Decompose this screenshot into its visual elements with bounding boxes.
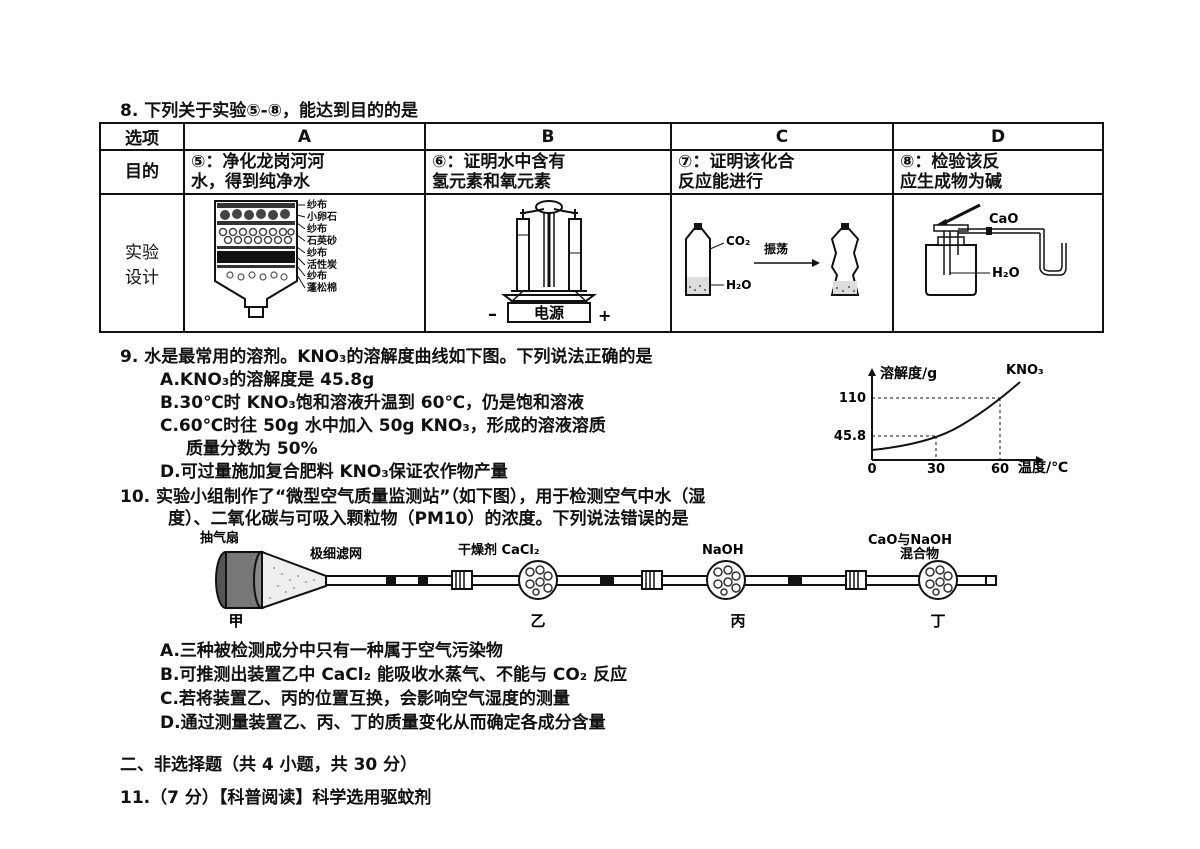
solubility-graph: 溶解度/g KNO₃ 温度/℃ 110 45.8 0 30 60 [834,363,1068,477]
header-c: C [670,122,894,151]
layer-label: 石英砂 [306,234,337,247]
q10-title-cont: 度）、二氧化碳与可吸入颗粒物（PM10）的浓度。下列说法错误的是 [168,509,689,529]
cao-apparatus-diagram: CaO H₂O [925,203,1067,296]
x-tick-0: 0 [867,462,876,477]
x-tick-30: 30 [927,462,945,477]
x-axis-label: 温度/℃ [1018,459,1068,476]
curve-label: KNO₃ [1006,363,1044,378]
label-jia: 甲 [228,612,243,630]
layer-label: 活性炭 [307,258,337,271]
q9-option-b: B.30℃时 KNO₃饱和溶液升温到 60℃，仍是饱和溶液 [160,393,585,413]
design-b-electrolysis: 电源 – + [424,193,672,333]
header-d: D [892,122,1104,151]
y-tick-110: 110 [839,391,866,406]
plus-sign: + [598,306,611,325]
label-bing: 丙 [730,612,745,630]
y-tick-45-8: 45.8 [834,429,866,444]
water-filter-diagram: 纱布 小卵石 纱布 石英砂 纱布 活性炭 纱布 蓬松棉 [214,198,337,318]
layer-label: 小卵石 [306,210,337,223]
q9-option-c-cont: 质量分数为 50% [186,439,318,459]
co2-label: CO₂ [726,234,750,248]
y-axis-label: 溶解度/g [880,365,937,382]
q10-option-b: B.可推测出装置乙中 CaCl₂ 能吸收水蒸气、不能与 CO₂ 反应 [160,665,628,685]
purpose-d: ⑧：检验该反应生成物为碱 [892,149,1104,195]
purpose-c: ⑦：证明该化合反应能进行 [670,149,894,195]
header-a: A [183,122,426,151]
fan-label: 抽气扇 [200,530,239,546]
d-h2o-label: H₂O [992,266,1020,281]
purpose-b: ⑥：证明水中含有氢元素和氧元素 [424,149,672,195]
design-a-filter: 纱布 小卵石 纱布 石英砂 纱布 活性炭 纱布 蓬松棉 [183,193,426,333]
table-header-row: 选项 A B C D [99,122,1104,151]
q10-title: 10. 实验小组制作了“微型空气质量监测站”（如下图），用于检测空气中水（湿 [120,487,706,507]
mix-label-2: 混合物 [900,546,939,562]
q11-title: 11.（7 分）【科普阅读】科学选用驱蚊剂 [120,788,432,808]
q9-option-a: A.KNO₃的溶解度是 45.8g [160,370,375,390]
cao-label: CaO [989,212,1018,227]
filter-label: 极细滤网 [310,546,362,562]
q8-table: 选项 A B C D 目的 ⑤：净化龙岗河河水，得到纯净水 ⑥：证明水中含有氢元… [99,122,1104,333]
q10-option-d: D.通过测量装置乙、丙、丁的质量变化从而确定各成分含量 [160,713,606,733]
air-monitor-diagram: 抽气扇 极细滤网 干燥剂 CaCl₂ NaOH CaO与NaOH 混合物 甲 乙… [200,530,997,630]
layer-label: 纱布 [306,246,327,259]
layer-label: 纱布 [306,222,327,235]
header-b: B [424,122,672,151]
minus-sign: – [488,304,497,325]
electrolysis-diagram: 电源 – + [488,200,611,325]
layer-label: 纱布 [306,269,327,282]
layer-label: 纱布 [306,198,327,211]
header-option: 选项 [99,122,185,151]
section-heading: 二、非选择题（共 4 小题，共 30 分） [120,755,418,775]
q9-title: 9. 水是最常用的溶剂。KNO₃的溶解度曲线如下图。下列说法正确的是 [120,347,653,367]
purpose-label: 目的 [99,149,185,195]
x-tick-60: 60 [991,462,1009,477]
q10-option-c: C.若将装置乙、丙的位置互换，会影响空气湿度的测量 [160,689,570,709]
q9-option-c: C.60℃时往 50g 水中加入 50g KNO₃，形成的溶液溶质 [160,416,606,436]
table-purpose-row: 目的 ⑤：净化龙岗河河水，得到纯净水 ⑥：证明水中含有氢元素和氧元素 ⑦：证明该… [99,149,1104,195]
shake-label: 振荡 [764,241,788,256]
h2o-label: H₂O [726,278,752,292]
q9-option-d: D.可过量施加复合肥料 KNO₃保证农作物产量 [160,462,508,482]
label-ding: 丁 [930,612,945,630]
label-yi: 乙 [530,612,545,630]
design-label: 实验设计 [99,193,185,333]
design-d-apparatus: CaO H₂O [892,193,1104,333]
design-c-bottle: CO₂ H₂O 振荡 [670,193,894,333]
naoh-label: NaOH [702,543,744,558]
co2-bottle-diagram: CO₂ H₂O 振荡 [685,223,860,296]
table-design-row: 实验设计 纱布 小卵石 纱布 [99,193,1104,333]
desiccant-label: 干燥剂 CaCl₂ [458,542,540,558]
solubility-curve [871,381,1021,451]
q10-option-a: A.三种被检测成分中只有一种属于空气污染物 [160,641,503,661]
q8-title: 8. 下列关于实验⑤-⑧，能达到目的的是 [120,101,419,121]
power-label: 电源 [534,304,564,322]
mix-label-1: CaO与NaOH [868,533,952,548]
layer-label: 蓬松棉 [307,281,337,294]
purpose-a: ⑤：净化龙岗河河水，得到纯净水 [183,149,426,195]
